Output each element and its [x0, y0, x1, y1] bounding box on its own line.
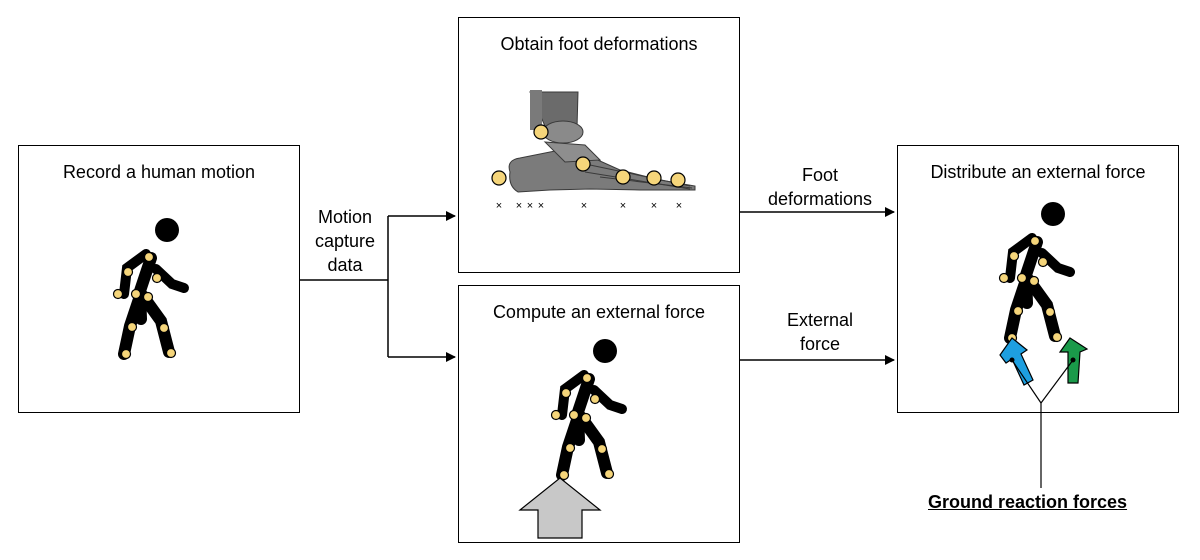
svg-text:×: × — [538, 200, 544, 212]
foot-box: Obtain foot deformations — [458, 17, 740, 273]
ground-reaction-arrows — [999, 337, 1089, 488]
connectors — [300, 207, 895, 365]
foot-deformations-label: Foot deformations — [745, 163, 895, 211]
motion-capture-line-3: data — [327, 255, 363, 275]
walker-figure-compute — [552, 339, 623, 480]
svg-text:×: × — [620, 200, 626, 212]
motion-capture-label: Motion capture data — [300, 205, 390, 277]
svg-text:×: × — [676, 200, 682, 212]
foot-deformations-line-2: deformations — [767, 189, 873, 209]
external-force-arrow-icon — [518, 477, 602, 539]
external-force-line-2: force — [799, 334, 841, 354]
walker-figure-distribute — [1000, 202, 1071, 343]
svg-text:×: × — [496, 200, 502, 212]
external-force-label: External force — [745, 308, 895, 356]
record-box-title: Record a human motion — [62, 162, 256, 182]
foot-skeleton-icon: × × × × × × × × — [491, 90, 696, 212]
compute-box: Compute an external force — [458, 285, 740, 543]
svg-text:×: × — [651, 200, 657, 212]
left-foot-force-arrow-icon — [999, 337, 1034, 386]
motion-capture-line-1: Motion — [317, 207, 373, 227]
record-box: Record a human motion — [18, 145, 300, 413]
motion-capture-line-2: capture — [314, 231, 376, 251]
external-force-line-1: External — [786, 310, 854, 330]
svg-text:×: × — [516, 200, 522, 212]
walker-figure-record — [114, 218, 185, 359]
foot-deformations-line-1: Foot — [801, 165, 839, 185]
compute-box-title: Compute an external force — [492, 302, 706, 322]
ground-reaction-forces-caption: Ground reaction forces — [928, 492, 1128, 512]
distribute-box-title: Distribute an external force — [930, 162, 1146, 182]
foot-box-title: Obtain foot deformations — [500, 34, 698, 54]
svg-text:×: × — [581, 200, 587, 212]
svg-text:×: × — [527, 200, 533, 212]
